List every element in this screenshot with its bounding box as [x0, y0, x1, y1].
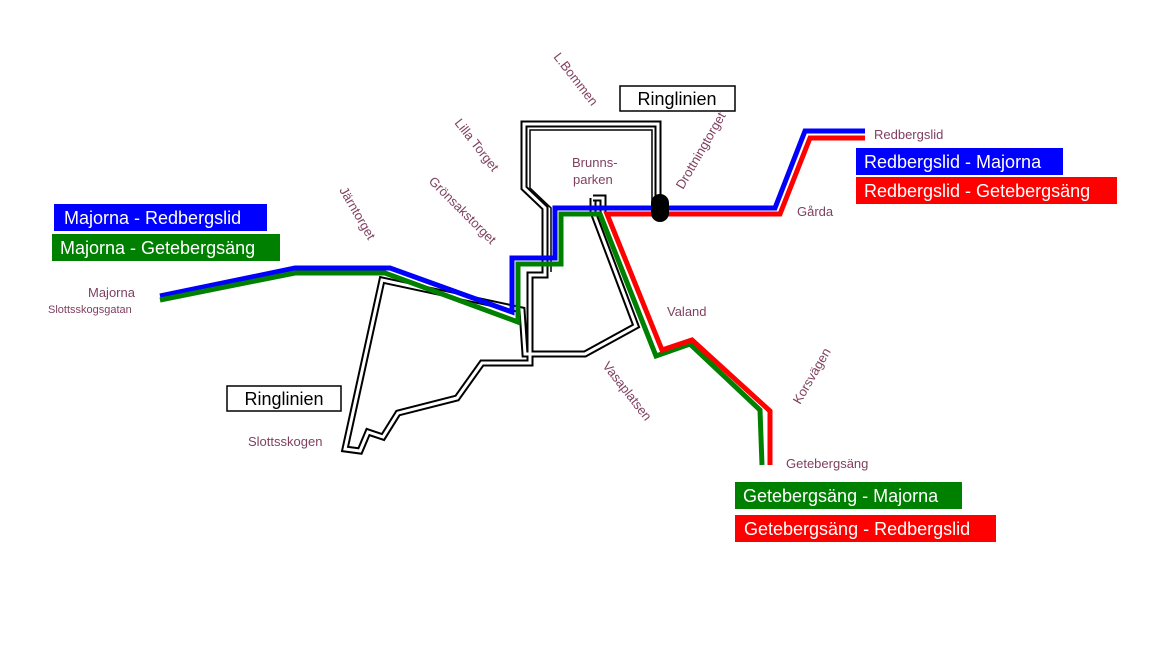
stop-label-jarntorget: Järntorget — [336, 184, 378, 243]
route-label-getebergsang-majorna-text: Getebergsäng - Majorna — [743, 486, 939, 506]
green-line-route — [159, 211, 765, 466]
ring-label-top-text: Ringlinien — [637, 89, 716, 109]
stop-label-lilla-torget-group: Lilla Torget — [452, 116, 503, 175]
route-label-majorna-getebergsang-text: Majorna - Getebergsäng — [60, 238, 255, 258]
stop-label-valand: Valand — [667, 304, 707, 319]
route-label-redbergslid-majorna: Redbergslid - Majorna — [856, 148, 1063, 175]
stop-label-garda: Gårda — [797, 204, 834, 219]
route-label-redbergslid-getebergsang-text: Redbergslid - Getebergsäng — [864, 181, 1090, 201]
stop-label-redbergslid: Redbergslid — [874, 127, 943, 142]
stop-label-lilla-torget: Lilla Torget — [452, 116, 503, 175]
drottningtorget-stop-marker — [651, 194, 669, 222]
route-label-redbergslid-majorna-text: Redbergslid - Majorna — [864, 152, 1042, 172]
ring-label-bottom: Ringlinien — [226, 385, 342, 412]
stop-label-gronsakstorget-group: Grönsakstorget — [426, 174, 500, 248]
stop-label-brunnsparken-line1: Brunns- — [572, 155, 618, 170]
red-line-route — [603, 135, 865, 465]
route-label-getebergsang-majorna: Getebergsäng - Majorna — [735, 482, 962, 509]
ring-line-north — [520, 120, 662, 272]
route-label-getebergsang-redbergslid: Getebergsäng - Redbergslid — [735, 515, 996, 542]
stop-label-vasaplatsen-group: Vasaplatsen — [600, 359, 655, 424]
stop-label-l-bommen: L.Bommen — [551, 50, 602, 109]
stop-label-drottningtorget-group: Drottningtorget — [673, 109, 729, 191]
stop-label-jarntorget-group: Järntorget — [336, 184, 378, 243]
blue-line-route — [159, 128, 865, 316]
stop-label-majorna: Majorna — [88, 285, 136, 300]
stop-label-brunnsparken-line2: parken — [573, 172, 613, 187]
route-label-redbergslid-getebergsang: Redbergslid - Getebergsäng — [856, 177, 1117, 204]
stop-label-slottsskogsgatan: Slottsskogsgatan — [48, 304, 132, 316]
stop-label-getebergsang: Getebergsäng — [786, 456, 868, 471]
route-label-getebergsang-redbergslid-text: Getebergsäng - Redbergslid — [744, 519, 970, 539]
ring-label-bottom-text: Ringlinien — [244, 389, 323, 409]
stop-label-gronsakstorget: Grönsakstorget — [426, 174, 500, 248]
route-label-majorna-redbergslid: Majorna - Redbergslid — [54, 204, 267, 231]
stop-label-vasaplatsen: Vasaplatsen — [600, 359, 655, 424]
stop-label-l-bommen-group: L.Bommen — [551, 50, 602, 109]
stop-label-slottsskogen: Slottsskogen — [248, 434, 322, 449]
route-label-majorna-redbergslid-text: Majorna - Redbergslid — [64, 208, 241, 228]
stop-label-korsvagen: Korsvägen — [790, 345, 834, 406]
ring-line-south — [340, 194, 641, 455]
stop-label-korsvagen-group: Korsvägen — [790, 345, 834, 406]
route-label-majorna-getebergsang: Majorna - Getebergsäng — [52, 234, 280, 261]
ring-label-top: Ringlinien — [619, 85, 736, 112]
stop-label-drottningtorget: Drottningtorget — [673, 109, 729, 191]
